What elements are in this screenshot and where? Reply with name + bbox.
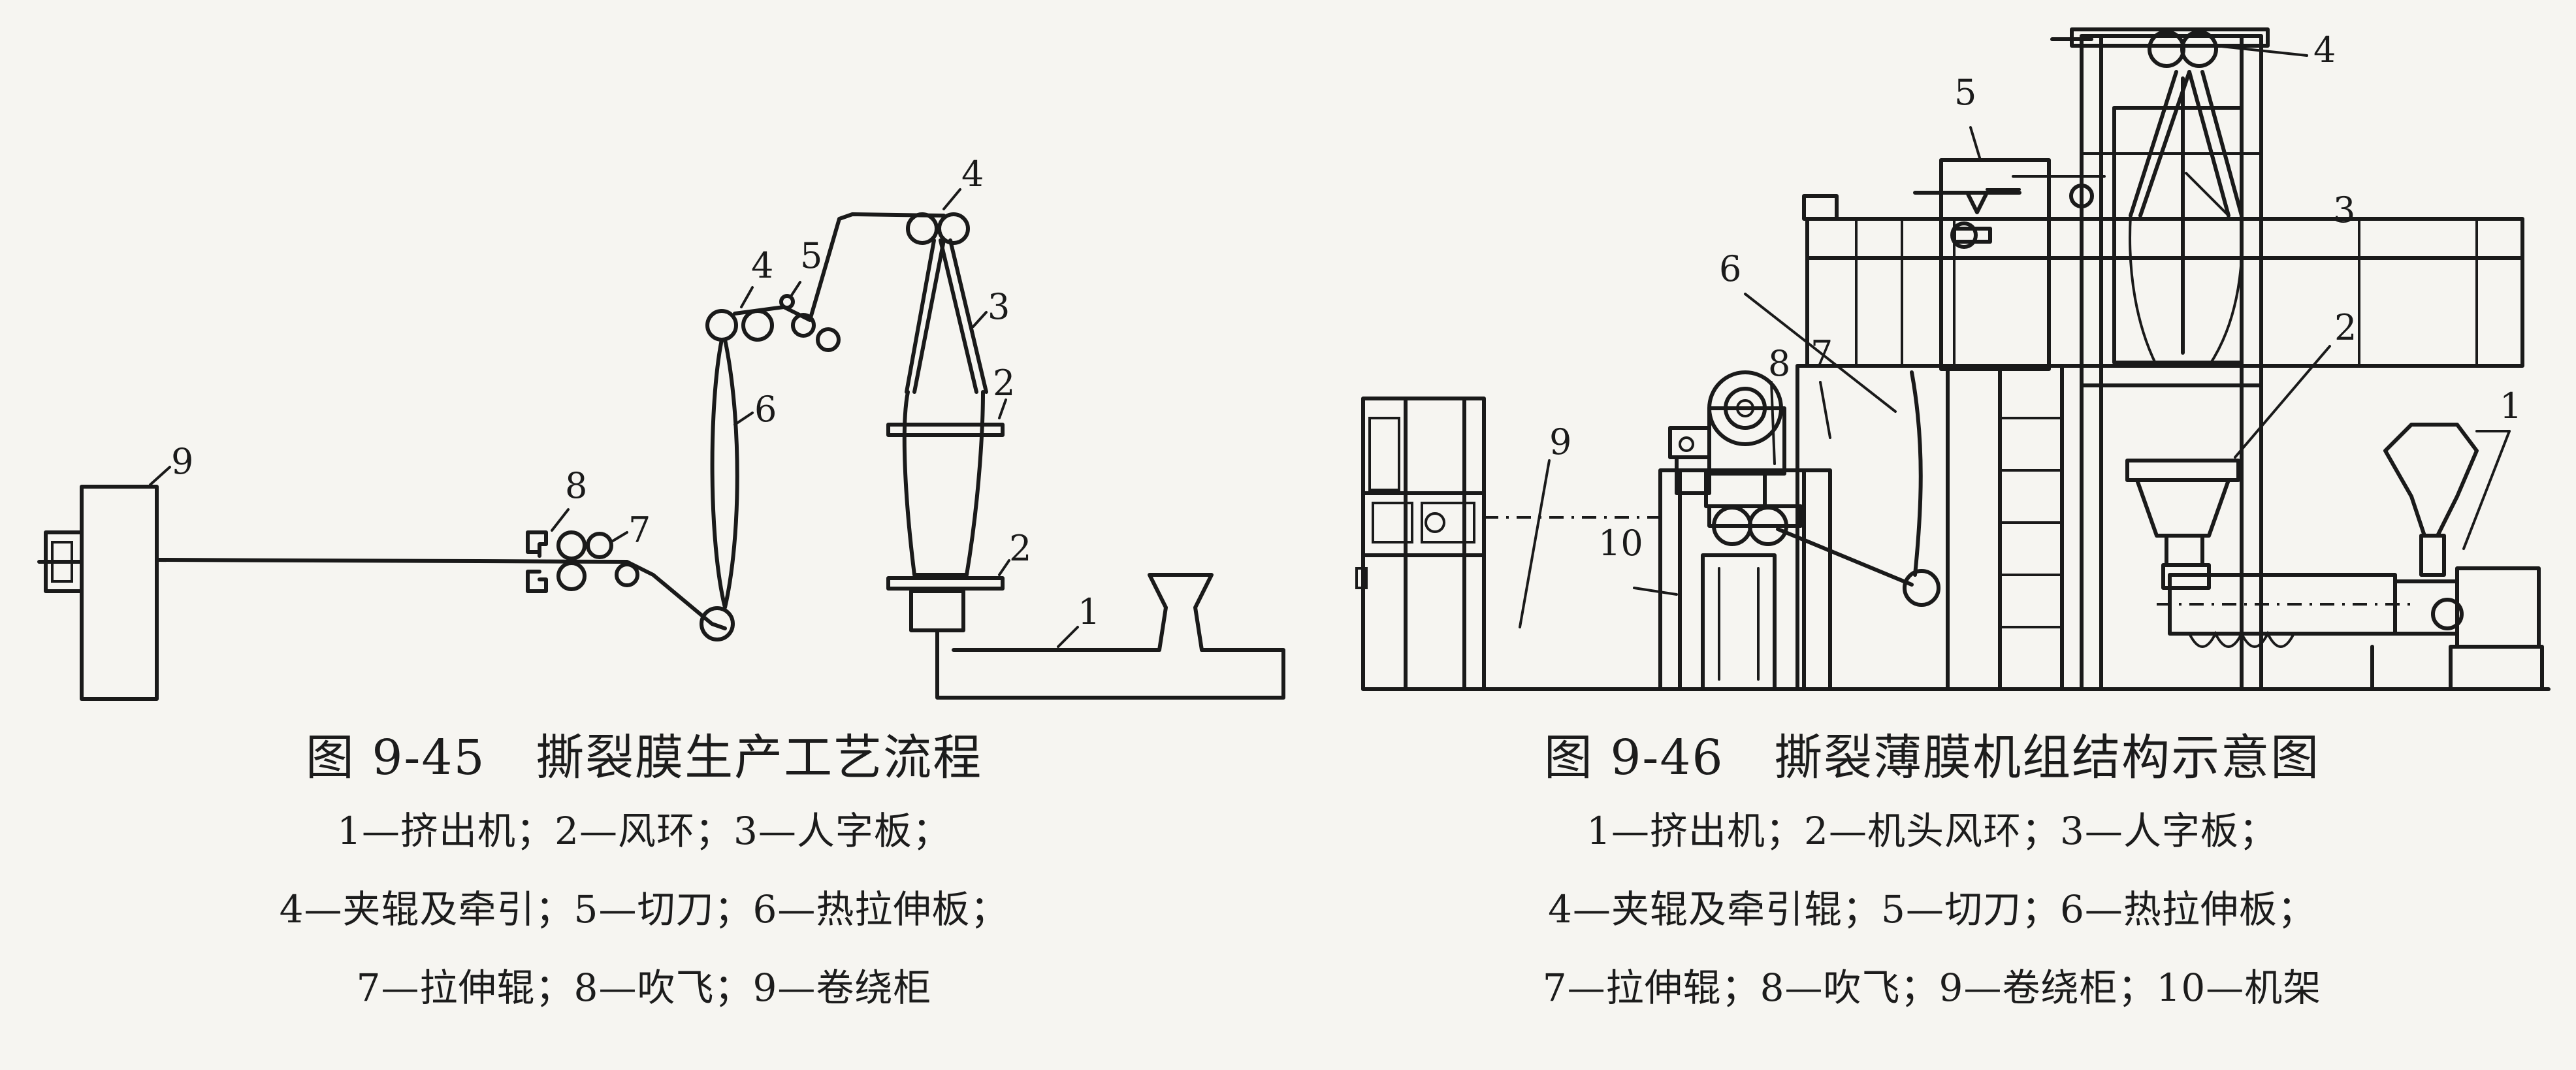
callout-5: 5 (1954, 72, 1976, 113)
stretching-rollers (1704, 468, 1803, 546)
legend-line: 7—拉伸辊；8—吹飞；9—卷绕柜 (356, 965, 932, 1010)
legend-line: 1—挤出机；2—机头风环；3—人字板； (1586, 809, 2278, 853)
legend-line: 1—挤出机；2—风环；3—人字板； (337, 809, 951, 853)
winding-cabinet (1355, 397, 1486, 691)
hot-stretching-plate (710, 338, 739, 609)
callout-9: 9 (171, 441, 193, 482)
collapsing-boards (2129, 70, 2244, 367)
machine-frame (1658, 468, 1832, 691)
blower-unit (1668, 426, 1711, 495)
nip-rollers-top (2050, 27, 2270, 68)
figure-title: 图 9-46 撕裂薄膜机组结构示意图 (1543, 730, 2321, 786)
die-head (909, 589, 965, 632)
callout-6: 6 (1719, 248, 1741, 289)
callout-8: 8 (565, 465, 587, 506)
collapsing-boards (905, 238, 988, 394)
callout-6: 6 (754, 389, 777, 430)
ladder (1998, 364, 2064, 691)
callout-4: 4 (2313, 29, 2336, 71)
callout-5: 5 (800, 235, 822, 276)
nip-rollers-top (906, 212, 970, 245)
legend-line: 4—夹辊及牵引；5—切刀；6—热拉伸板； (279, 887, 1009, 932)
callout-9: 9 (1549, 421, 1571, 462)
leader-lines (149, 188, 1079, 648)
callout-4-left: 4 (751, 245, 773, 286)
winding-cabinet (37, 485, 159, 701)
callout-1: 1 (1078, 591, 1100, 632)
hot-plate-bottom-roller (700, 606, 735, 641)
drive-drum (1707, 370, 1786, 476)
air-ring-lower (886, 576, 1005, 591)
extruder (935, 573, 1285, 700)
callout-3: 3 (988, 286, 1010, 327)
film-path (155, 558, 727, 630)
blower-unit (526, 530, 548, 593)
callout-7: 7 (1811, 333, 1833, 374)
film-bubble (902, 390, 985, 577)
leader-lines (1519, 44, 2511, 628)
figure-9-46: 1 2 3 4 5 6 7 8 9 10 图 9-46 撕裂薄膜机组结构示意图 … (1288, 0, 2576, 1070)
process-flow-diagram: 1 2 2 3 4 4 5 6 7 8 9 (37, 154, 1285, 701)
tower-frame (2080, 34, 2263, 691)
die-head-air-ring (2125, 459, 2240, 590)
callout-2: 2 (2334, 307, 2357, 348)
figure-title: 图 9-45 撕裂膜生产工艺流程 (305, 730, 983, 786)
cutter (1913, 158, 2106, 371)
hot-plate-bottom-roller (1903, 569, 1940, 607)
legend-line: 4—夹辊及牵引辊；5—切刀；6—热拉伸板； (1548, 887, 2316, 932)
film-upper-path (733, 212, 946, 322)
callout-2-lower: 2 (1009, 528, 1031, 569)
air-ring-upper (886, 423, 1005, 437)
extruder (2157, 423, 2544, 691)
callout-7: 7 (628, 510, 651, 551)
legend-line: 7—拉伸辊；8—吹飞；9—卷绕柜；10—机架 (1542, 965, 2322, 1010)
figure-9-45: 1 2 2 3 4 4 5 6 7 8 9 图 9-45 撕裂膜生产工艺流程 1… (37, 154, 1285, 1010)
callout-8: 8 (1768, 343, 1790, 384)
stretching-rollers (556, 530, 639, 591)
upper-platform (1802, 194, 2524, 368)
callout-10: 10 (1598, 523, 1643, 564)
machine-structure-diagram: 1 2 3 4 5 6 7 8 9 10 (1355, 27, 2551, 691)
callout-2-upper: 2 (993, 363, 1015, 404)
callout-4-top: 4 (961, 154, 984, 195)
callout-1: 1 (2500, 385, 2522, 427)
callout-3: 3 (2333, 189, 2355, 231)
